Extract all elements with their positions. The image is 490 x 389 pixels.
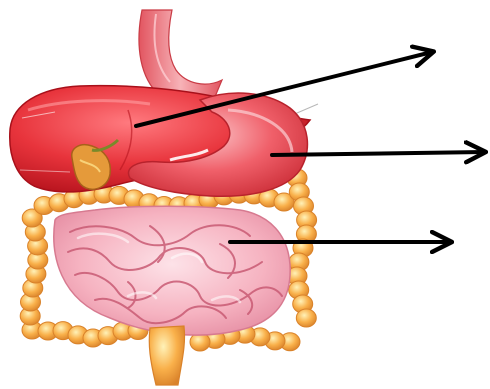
colon-segment xyxy=(296,309,316,327)
rectum-icon xyxy=(149,326,184,385)
small-intestine-icon xyxy=(54,206,290,335)
